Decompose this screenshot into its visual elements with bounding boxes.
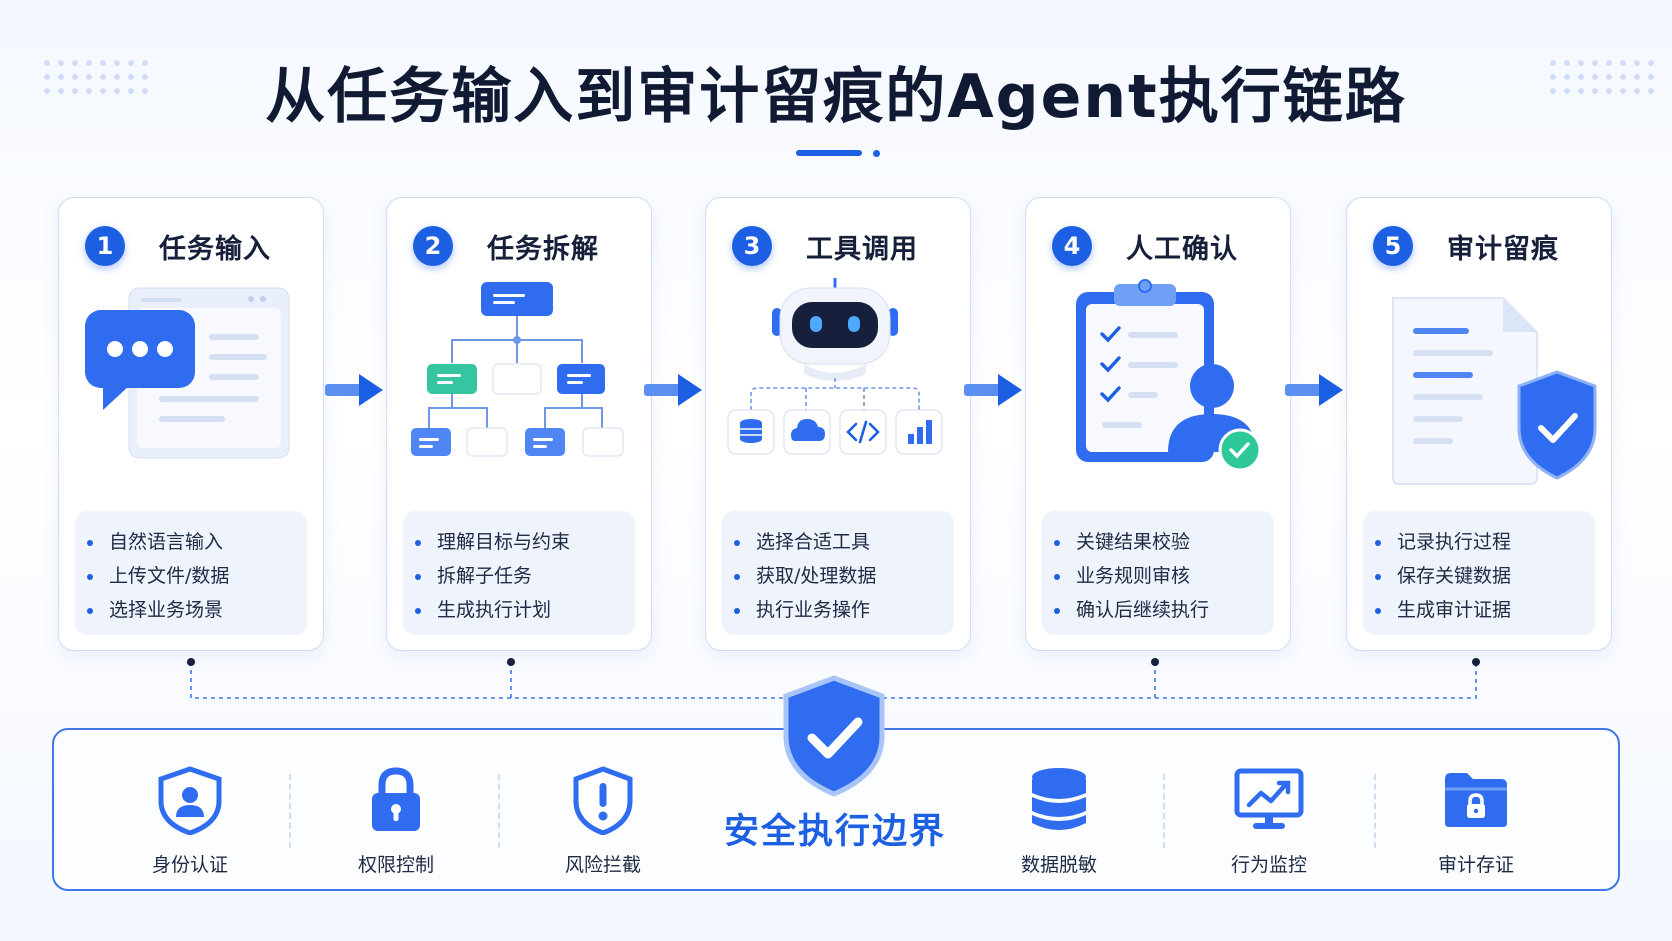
list-item: 记录执行过程 <box>1375 525 1595 559</box>
step-title: 任务拆解 <box>487 233 599 265</box>
user-shield-icon <box>158 766 222 835</box>
feature-masking: 数据脱敏 <box>979 760 1139 877</box>
step-title: 任务输入 <box>159 233 271 265</box>
list-item: 拆解子任务 <box>415 559 635 593</box>
step-number: 5 <box>1373 226 1413 266</box>
list-item: 生成执行计划 <box>415 593 635 627</box>
step-title: 人工确认 <box>1126 233 1238 265</box>
feature-permission: 权限控制 <box>316 760 476 877</box>
step-card-5: 5 审计留痕 记录执行过程 保存关键数据 生成审计证据 <box>1346 197 1612 651</box>
feature-risk: 风险拦截 <box>523 760 683 877</box>
step-number: 2 <box>413 226 453 266</box>
step-number: 3 <box>732 226 772 266</box>
step-number: 1 <box>85 226 125 266</box>
monitor-chart-icon <box>1234 768 1304 829</box>
step-title: 工具调用 <box>806 233 918 265</box>
step-card-4: 4 人工确认 关键结果校验 业务规则审核 确认后继续执行 <box>1025 197 1291 651</box>
list-item: 选择业务场景 <box>87 593 307 627</box>
list-item: 保存关键数据 <box>1375 559 1595 593</box>
feature-label: 数据脱敏 <box>1020 854 1097 876</box>
title-underline-dot <box>873 150 880 157</box>
robot-tools-icon <box>727 278 943 455</box>
step-card-2: 2 任务拆解 理解目标与约束 拆解子任务 生成执行计划 <box>386 197 652 651</box>
step-bullets: 选择合适工具 获取/处理数据 执行业务操作 <box>722 511 954 635</box>
divider <box>1163 774 1165 848</box>
step-title: 审计留痕 <box>1447 233 1559 265</box>
divider <box>289 774 291 848</box>
list-item: 生成审计证据 <box>1375 593 1595 627</box>
arrow-right-icon <box>1285 374 1343 406</box>
list-item: 获取/处理数据 <box>734 559 954 593</box>
list-item: 理解目标与约束 <box>415 525 635 559</box>
feature-audit: 审计存证 <box>1396 760 1556 877</box>
list-item: 上传文件/数据 <box>87 559 307 593</box>
divider <box>498 774 500 848</box>
shield-check-icon <box>783 675 885 797</box>
divider <box>1374 774 1376 848</box>
list-item: 关键结果校验 <box>1054 525 1274 559</box>
list-item: 选择合适工具 <box>734 525 954 559</box>
decor-dots-left <box>40 56 150 100</box>
feature-label: 身份认证 <box>151 854 228 876</box>
feature-label: 审计存证 <box>1437 854 1514 876</box>
list-item: 确认后继续执行 <box>1054 593 1274 627</box>
title-underline <box>796 150 862 156</box>
chat-document-icon <box>85 287 290 459</box>
feature-label: 风险拦截 <box>564 854 641 876</box>
list-item: 执行业务操作 <box>734 593 954 627</box>
feature-monitor: 行为监控 <box>1189 760 1349 877</box>
database-icon <box>1032 768 1086 830</box>
list-item: 业务规则审核 <box>1054 559 1274 593</box>
lock-icon <box>372 767 420 831</box>
list-item: 自然语言输入 <box>87 525 307 559</box>
step-bullets: 自然语言输入 上传文件/数据 选择业务场景 <box>75 511 307 635</box>
step-bullets: 理解目标与约束 拆解子任务 生成执行计划 <box>403 511 635 635</box>
step-bullets: 关键结果校验 业务规则审核 确认后继续执行 <box>1042 511 1274 635</box>
locked-folder-icon <box>1445 773 1507 827</box>
warning-shield-icon <box>573 766 633 835</box>
step-card-1: 1 任务输入 自然语言输入 上传文件/数据 选择业务场景 <box>58 197 324 651</box>
arrow-right-icon <box>964 374 1022 406</box>
task-tree-icon <box>411 282 624 457</box>
boundary-label: 安全执行边界 <box>723 812 946 852</box>
document-shield-icon <box>1392 297 1597 485</box>
feature-label: 权限控制 <box>357 854 434 876</box>
step-number: 4 <box>1052 226 1092 266</box>
decor-dots-right <box>1546 56 1656 100</box>
feature-label: 行为监控 <box>1230 854 1307 876</box>
step-bullets: 记录执行过程 保存关键数据 生成审计证据 <box>1363 511 1595 635</box>
arrow-right-icon <box>325 374 383 406</box>
clipboard-user-check-icon <box>1076 279 1262 472</box>
feature-identity: 身份认证 <box>110 760 270 877</box>
page-title: 从任务输入到审计留痕的Agent执行链路 <box>265 62 1407 132</box>
arrow-right-icon <box>644 374 702 406</box>
boundary-connector <box>187 658 1480 699</box>
step-card-3: 3 工具调用 选择合适工具 获取/处理数据 <box>705 197 971 651</box>
